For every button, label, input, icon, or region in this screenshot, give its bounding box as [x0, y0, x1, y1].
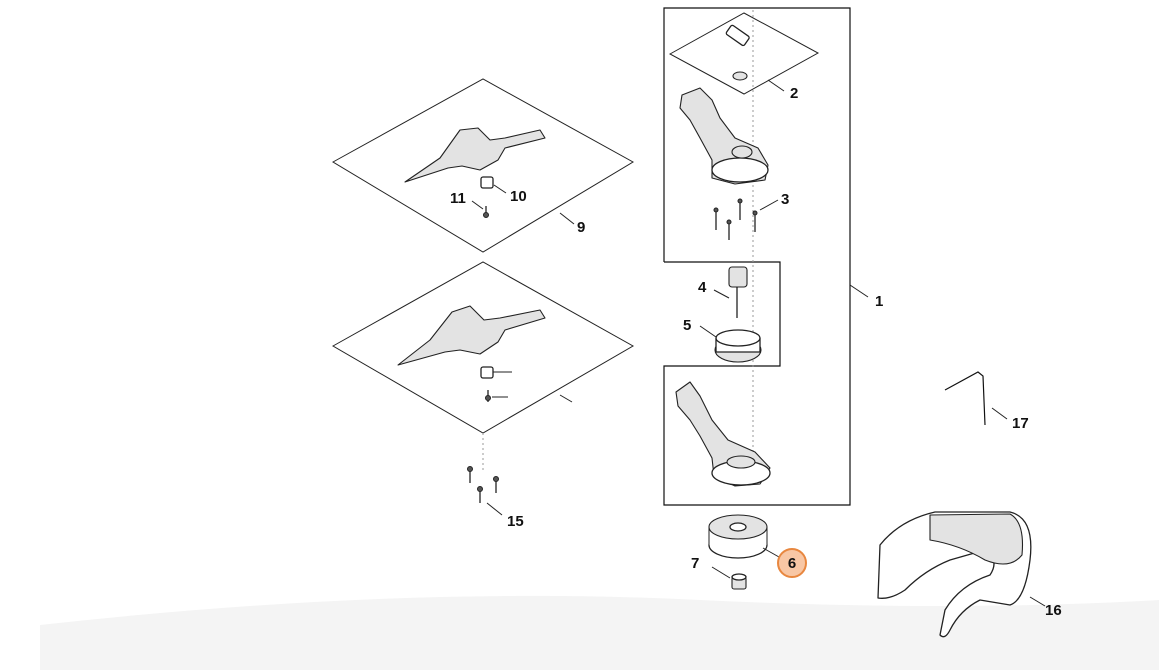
- part-2-kit-panel: [668, 12, 820, 95]
- screws-part-3: [713, 198, 779, 240]
- lower-housing-part: [675, 381, 771, 487]
- callout-1[interactable]: 1: [875, 293, 883, 310]
- callout-15[interactable]: 15: [507, 513, 524, 530]
- highlight-circle: [777, 548, 807, 578]
- callout-6[interactable]: 6: [788, 555, 796, 572]
- callout-9[interactable]: 9: [577, 219, 585, 236]
- assembly-frame-1: [663, 7, 869, 506]
- callout-5[interactable]: 5: [683, 317, 691, 334]
- callout-6-highlight[interactable]: 6: [777, 548, 807, 578]
- callout-2[interactable]: 2: [790, 85, 798, 102]
- floor-shade: [40, 595, 1159, 670]
- cap-part-7: [711, 566, 747, 590]
- callout-10[interactable]: 10: [510, 188, 527, 205]
- shaft-part-4: [713, 266, 748, 318]
- hex-key-part-17: [944, 371, 1008, 426]
- callout-16[interactable]: 16: [1045, 602, 1062, 619]
- handle-panel-9: [331, 78, 635, 253]
- callout-11[interactable]: 11: [450, 190, 466, 207]
- upper-housing-part: [679, 87, 769, 185]
- safety-glasses-part-16: [877, 511, 1046, 638]
- spool-part-6: [708, 514, 780, 559]
- callout-17[interactable]: 17: [1012, 415, 1029, 432]
- screws-part-15: [467, 466, 503, 516]
- callout-7[interactable]: 7: [691, 555, 699, 572]
- callout-3[interactable]: 3: [781, 191, 789, 208]
- callout-4[interactable]: 4: [698, 279, 707, 296]
- handle-panel-alt: [331, 261, 635, 470]
- ring-part-5: [699, 325, 762, 363]
